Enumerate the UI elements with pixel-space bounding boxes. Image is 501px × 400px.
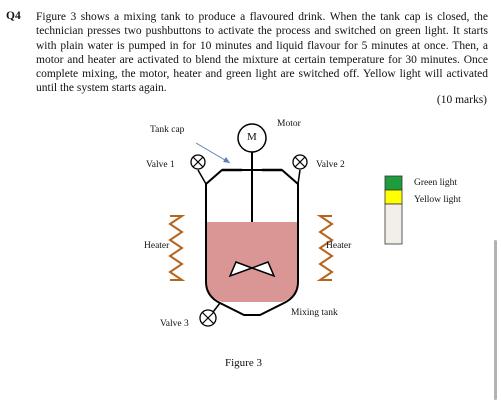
figure-caption: Figure 3 — [225, 357, 262, 369]
label-motor-symbol: M — [247, 131, 257, 143]
heater-right-coil — [316, 215, 334, 281]
mixer-blade-left — [228, 261, 255, 278]
valve2-pipe — [297, 169, 301, 185]
label-motor: Motor — [277, 119, 301, 129]
label-mixing-tank: Mixing tank — [291, 308, 338, 318]
light-panel-empty — [384, 203, 403, 245]
mixer-blade-right — [249, 261, 276, 278]
label-yellow-light: Yellow light — [414, 195, 461, 205]
yellow-light — [384, 189, 403, 205]
label-valve2: Valve 2 — [316, 160, 345, 170]
question-marks: (10 marks) — [436, 94, 487, 106]
valve1-pipe — [197, 169, 207, 185]
label-tank-cap: Tank cap — [150, 125, 185, 135]
label-valve1: Valve 1 — [146, 160, 175, 170]
question-text: Figure 3 shows a mixing tank to produce … — [36, 11, 488, 95]
heater-left-coil — [168, 215, 186, 281]
tank-cap-arrowhead — [223, 157, 230, 163]
label-heater-left: Heater — [144, 241, 170, 251]
tank-outline — [205, 169, 299, 316]
scrollbar[interactable] — [494, 240, 497, 400]
label-heater-right: Heater — [326, 241, 352, 251]
tank-liquid — [206, 222, 298, 302]
label-green-light: Green light — [414, 178, 458, 188]
question-number: Q4 — [6, 10, 21, 22]
label-valve3: Valve 3 — [160, 319, 189, 329]
green-light — [384, 175, 403, 191]
tank-cap-arrow — [195, 142, 231, 164]
